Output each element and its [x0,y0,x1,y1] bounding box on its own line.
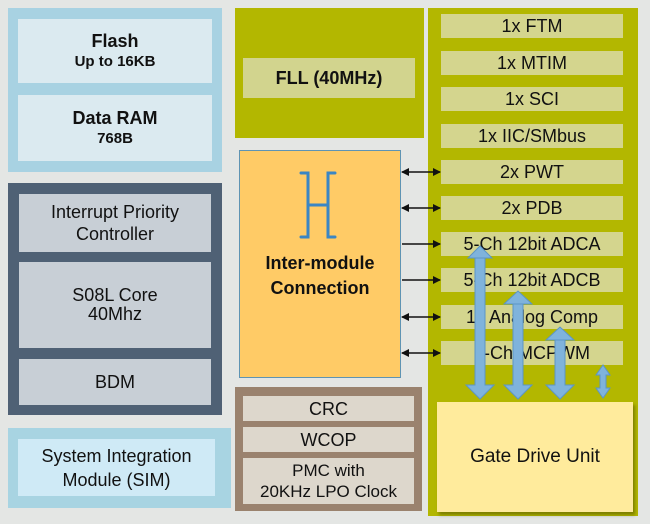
ram-size: 768B [97,130,133,147]
ram-block: Data RAM 768B [18,95,212,161]
core-line2: 40Mhz [87,304,143,324]
crc-block: CRC [243,396,414,421]
peripheral-pwt: 2x PWT [441,160,623,184]
ram-title: Data RAM [72,108,158,128]
interrupt-controller-block: Interrupt Priority Controller [19,194,211,252]
sim-line1: System Integration [41,445,192,466]
interrupt-line1: Interrupt Priority [50,202,180,222]
pmc-line1: PMC with [292,461,365,480]
peripheral-adcb: 5-Ch 12bit ADCB [441,268,623,292]
misc-block: CRC WCOP PMC with 20KHz LPO Clock [235,387,422,511]
flash-block: Flash Up to 16KB [18,19,212,83]
peripheral-bus-block: 1x FTM 1x MTIM 1x SCI 1x IIC/SMbus 2x PW… [428,8,638,516]
gate-drive-label: Gate Drive Unit [470,446,600,467]
peripheral-mcpwm: 6-Ch MCPWM [441,341,623,365]
crc-label: CRC [309,398,348,419]
intermodule-line2: Connection [270,278,370,298]
sim-line2: Module (SIM) [62,469,171,490]
peripheral-analog-comp: 1x Analog Comp [441,305,623,329]
fll-label: FLL (40MHz) [275,67,383,88]
cpu-block: Interrupt Priority Controller S08L Core … [8,183,222,415]
peripheral-iic: 1x IIC/SMbus [441,124,623,148]
wcop-block: WCOP [243,427,414,452]
peripheral-pdb: 2x PDB [441,196,623,220]
bdm-block: BDM [19,359,211,405]
pmc-line2: 20KHz LPO Clock [260,482,397,501]
flash-size: Up to 16KB [74,53,156,70]
intermodule-label: Inter-module Connection [240,251,400,301]
sim-inner: System Integration Module (SIM) [18,439,215,496]
fll-block: FLL (40MHz) [235,8,424,138]
core-line1: S08L Core [72,285,158,305]
bus-bracket-icon [299,171,337,239]
gate-drive-unit-block: Gate Drive Unit [437,402,633,512]
pmc-block: PMC with 20KHz LPO Clock [243,458,414,504]
bdm-label: BDM [95,372,135,392]
core-block: S08L Core 40Mhz [19,262,211,348]
sim-block: System Integration Module (SIM) [8,428,231,508]
peripheral-sci: 1x SCI [441,87,623,111]
peripheral-mtim: 1x MTIM [441,51,623,75]
intermodule-connection-block: Inter-module Connection [239,150,401,378]
peripheral-ftm: 1x FTM [441,14,623,38]
interrupt-line2: Controller [75,224,155,244]
intermodule-line1: Inter-module [265,253,375,273]
peripheral-adca: 5-Ch 12bit ADCA [441,232,623,256]
flash-title: Flash [91,31,139,51]
wcop-label: WCOP [300,429,357,450]
memory-block: Flash Up to 16KB Data RAM 768B [8,8,222,172]
fll-inner: FLL (40MHz) [243,58,415,98]
